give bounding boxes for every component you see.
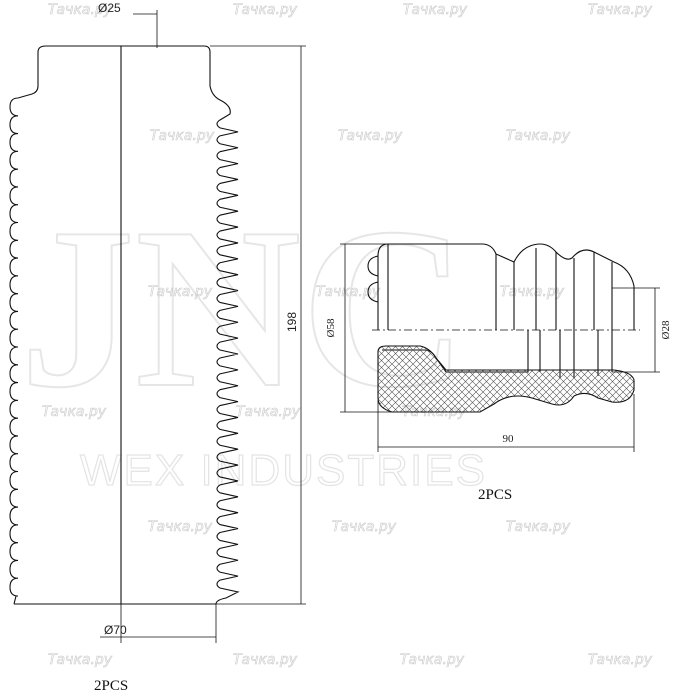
site-watermark: Тачка.ру: [233, 2, 298, 18]
site-watermark: Тачка.ру: [150, 128, 215, 144]
boot-height-label: 198: [285, 312, 299, 332]
brand-watermark: JNC WEX INDUSTRIES: [19, 179, 487, 496]
site-watermark: Тачка.ру: [506, 519, 571, 535]
site-watermark: Тачка.ру: [400, 652, 465, 668]
site-watermark: Тачка.ру: [42, 404, 107, 420]
site-watermark: Тачка.ру: [48, 2, 113, 18]
boot-outer-profile: [9, 52, 39, 605]
site-watermark: Тачка.ру: [48, 652, 113, 668]
bumper-outer-diameter-dimension: [340, 243, 392, 413]
bumper-inner-diameter-label: Ø28: [660, 320, 672, 339]
boot-top-diameter-dimension: [133, 10, 158, 48]
site-watermark: Тачка.ру: [506, 128, 571, 144]
bump-stop-nose: [367, 255, 379, 303]
dust-boot: [9, 45, 240, 605]
bumper-length-label: 90: [503, 433, 515, 445]
site-watermark: Тачка.ру: [338, 128, 403, 144]
boot-bottom-diameter-label: Ø70: [104, 623, 127, 637]
site-watermark: Тачка.ру: [500, 284, 565, 300]
boot-top-diameter-label: Ø25: [98, 1, 121, 15]
site-watermark: Тачка.ру: [148, 284, 213, 300]
boot-height-dimension: [210, 45, 306, 605]
boot-quantity-label: 2PCS: [94, 678, 128, 692]
site-watermark: Тачка.ру: [233, 652, 298, 668]
bump-stop: [367, 243, 640, 413]
site-watermark: Тачка.ру: [588, 2, 653, 18]
boot-bottom-diameter-dimension: [100, 604, 217, 643]
site-watermark: Тачка.ру: [148, 519, 213, 535]
site-watermark: Тачка.ру: [588, 652, 653, 668]
boot-section-profile: [209, 52, 240, 605]
bumper-quantity-label: 2PCS: [478, 487, 512, 503]
boot-top-lip: [37, 45, 211, 53]
bump-stop-outer-view: [377, 243, 635, 330]
site-watermarks: Тачка.ру Тачка.ру Тачка.ру Тачка.ру Тачк…: [42, 2, 653, 669]
brand-watermark-line: WEX INDUSTRIES: [80, 446, 487, 495]
bumper-outer-diameter-label: Ø58: [325, 318, 337, 337]
site-watermark: Тачка.ру: [403, 2, 468, 18]
bumper-length-dimension: [377, 394, 635, 452]
site-watermark: Тачка.ру: [332, 519, 397, 535]
bumper-inner-diameter-dimension: [612, 287, 660, 373]
bump-stop-section: [377, 345, 635, 413]
site-watermark: Тачка.ру: [316, 284, 381, 300]
site-watermark: Тачка.ру: [236, 404, 301, 420]
